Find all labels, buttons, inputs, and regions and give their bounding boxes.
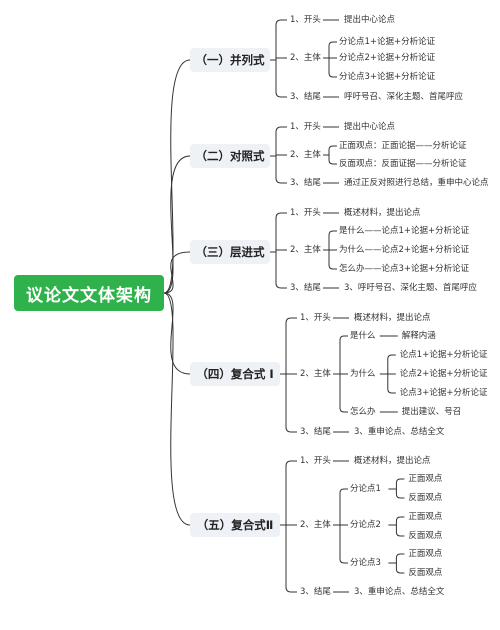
root-link-2 [163,155,191,294]
root-link-1 [163,59,191,294]
sub-item-5-3[interactable]: 分论点3 [350,558,381,568]
body-bracket-2 [328,145,337,165]
part-name-5-1[interactable]: 1、开头 [300,456,331,466]
part-text-4-1[interactable]: 概述材料，提出论点 [354,313,431,323]
leaf-item-5-2-1[interactable]: 正面观点 [408,512,443,522]
leaf-bracket-5-3 [395,553,405,574]
body-bracket-1 [328,41,337,78]
root-node-title[interactable]: 议论文文体架构 [14,275,164,311]
body-item-3-2[interactable]: 为什么——论点2+论据+分析论证 [339,245,470,255]
body-item-3-1[interactable]: 是什么——论点1+论据+分析论证 [339,226,470,236]
part-name-5-2[interactable]: 2、主体 [300,520,331,530]
body-item-2-2[interactable]: 反面观点：反面证据——分析论证 [339,159,467,169]
section-bracket-5 [285,460,297,593]
part-text-1-3[interactable]: 呼吁号召、深化主题、首尾呼应 [344,92,464,102]
part-name-4-2[interactable]: 2、主体 [300,369,331,379]
section-node-2[interactable]: （二）对照式 [190,144,270,168]
part-text-5-3[interactable]: 3、重申论点、总结全文 [354,587,445,597]
section-bracket-4 [285,317,297,433]
body-bracket-5 [339,488,348,564]
leaf-item-5-2-2[interactable]: 反面观点 [408,531,443,541]
sub-item-4-2[interactable]: 为什么 [350,369,376,379]
root-link-4 [163,292,191,375]
sub-item-5-1[interactable]: 分论点1 [350,484,381,494]
section-node-1[interactable]: （一）并列式 [190,48,270,72]
part-text-4-3[interactable]: 3、重申论点、总结全文 [354,427,445,437]
leaf-item-4-1-1[interactable]: 解释内涵 [401,331,436,341]
leaf-bracket-5-1 [395,478,405,499]
sub-item-4-3[interactable]: 怎么办 [350,407,376,417]
body-item-2-1[interactable]: 正面观点：正面论据——分析论证 [339,141,467,151]
section-node-4[interactable]: （四）复合式 I [190,362,280,386]
part-name-1-1[interactable]: 1、开头 [290,15,321,25]
part-text-3-1[interactable]: 概述材料，提出论点 [344,208,421,218]
leaf-item-4-2-2[interactable]: 论点2+论据+分析论证 [399,369,488,379]
part-name-2-1[interactable]: 1、开头 [290,122,321,132]
section-node-3[interactable]: （三）层进式 [190,240,270,264]
part-name-2-2[interactable]: 2、主体 [290,150,321,160]
leaf-item-5-3-2[interactable]: 反面观点 [408,568,443,578]
leaf-item-5-3-1[interactable]: 正面观点 [408,549,443,559]
sub-item-5-2[interactable]: 分论点2 [350,520,381,530]
root-link-5 [163,292,191,526]
body-item-1-2[interactable]: 分论点2+论据+分析论证 [339,53,436,63]
part-name-3-2[interactable]: 2、主体 [290,245,321,255]
part-name-1-3[interactable]: 3、结尾 [290,92,321,102]
leaf-item-5-1-1[interactable]: 正面观点 [408,474,443,484]
section-node-5[interactable]: （五）复合式Ⅱ [190,513,280,537]
leaf-item-4-2-3[interactable]: 论点3+论据+分析论证 [399,388,488,398]
part-name-1-2[interactable]: 2、主体 [290,53,321,63]
part-text-1-1[interactable]: 提出中心论点 [344,15,396,25]
leaf-item-4-3-1[interactable]: 提出建议、号召 [401,407,462,417]
leaf-bracket-5-2 [395,516,405,537]
body-item-3-3[interactable]: 怎么办——论点3+论据+分析论证 [339,264,470,274]
part-name-4-3[interactable]: 3、结尾 [300,427,331,437]
part-name-5-3[interactable]: 3、结尾 [300,587,331,597]
part-name-3-1[interactable]: 1、开头 [290,208,321,218]
body-item-1-1[interactable]: 分论点1+论据+分析论证 [339,37,436,47]
part-name-4-1[interactable]: 1、开头 [300,313,331,323]
leaf-item-5-1-2[interactable]: 反面观点 [408,493,443,503]
leaf-item-4-2-1[interactable]: 论点1+论据+分析论证 [399,350,488,360]
body-item-1-3[interactable]: 分论点3+论据+分析论证 [339,72,436,82]
part-text-2-1[interactable]: 提出中心论点 [344,122,396,132]
root-link-3 [163,251,191,294]
part-name-2-3[interactable]: 3、结尾 [290,178,321,188]
part-text-2-3[interactable]: 通过正反对照进行总结，重申中心论点 [344,178,489,188]
sub-item-4-1[interactable]: 是什么 [350,331,376,341]
part-text-5-1[interactable]: 概述材料，提出论点 [354,456,431,466]
part-name-3-3[interactable]: 3、结尾 [290,283,321,293]
part-text-3-3[interactable]: 3、呼吁号召、深化主题、首尾呼应 [344,283,477,293]
